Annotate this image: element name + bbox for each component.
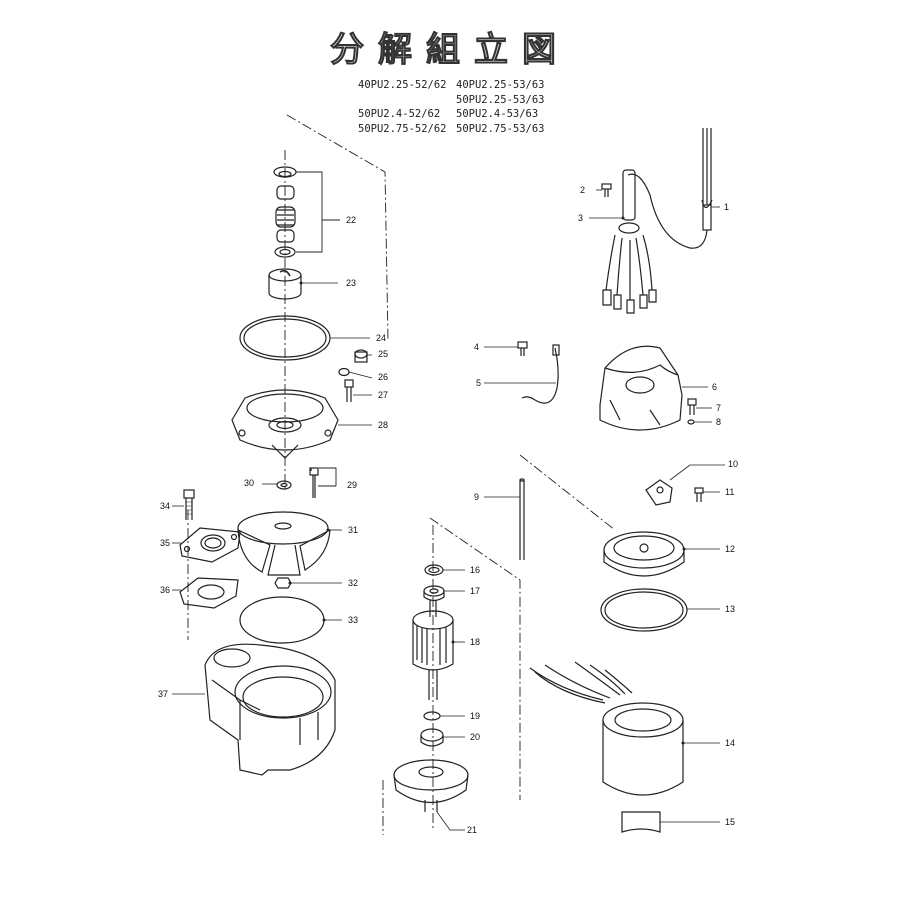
- part-number-callout: 24: [376, 333, 387, 343]
- part-22-seal-set: [273, 166, 297, 258]
- part-6-motor-cover: [599, 345, 683, 431]
- part-number-callout: 6: [712, 382, 718, 392]
- part-number-callout: 34: [160, 501, 171, 511]
- part-8-washer: [687, 419, 695, 425]
- part-17-bearing: [423, 585, 445, 602]
- part-number-callout: 37: [158, 689, 169, 699]
- part-number-callout: 30: [244, 478, 255, 488]
- part-25-plug: [354, 349, 368, 363]
- model-name: 50PU2.25-53/63: [456, 93, 545, 106]
- part-11-screw: [694, 487, 704, 502]
- model-name: 50PU2.75-52/62: [358, 122, 447, 135]
- part-number-callout: 12: [725, 544, 736, 554]
- model-row: 50PU2.75-52/62 50PU2.75-53/63: [358, 122, 545, 137]
- part-number-callout: 22: [346, 215, 357, 225]
- part-3-cable-gland: [602, 169, 657, 314]
- part-16-washer: [424, 564, 444, 576]
- model-name: 50PU2.4-52/62: [358, 108, 441, 120]
- part-number-callout: 10: [728, 459, 739, 469]
- part-9-stud: [519, 478, 525, 560]
- part-18-rotor: [412, 600, 454, 700]
- model-row: 50PU2.4-52/62 50PU2.4-53/63: [358, 107, 545, 122]
- part-number-callout: 7: [716, 403, 722, 413]
- part-number-callout: 8: [716, 417, 722, 427]
- part-number-callout: 28: [378, 420, 389, 430]
- part-26-washer: [338, 367, 350, 377]
- part-number-callout: 16: [470, 565, 481, 575]
- part-number-callout: 36: [160, 585, 171, 595]
- part-27-bolt: [344, 379, 354, 402]
- part-number-callout: 15: [725, 817, 736, 827]
- part-30-washer: [276, 480, 292, 490]
- part-number-callout: 32: [348, 578, 359, 588]
- part-34-bolt: [183, 489, 195, 520]
- part-2-screw: [601, 183, 612, 197]
- part-number-callout: 17: [470, 586, 481, 596]
- part-15-bracket-clip: [621, 811, 661, 833]
- part-28-housing: [231, 389, 339, 459]
- part-7-bolt: [687, 398, 697, 415]
- part-number-callout: 35: [160, 538, 171, 548]
- part-number-callout: 27: [378, 390, 389, 400]
- part-number-callout: 14: [725, 738, 736, 748]
- part-number-callout: 25: [378, 349, 389, 359]
- part-number-callout: 9: [474, 492, 480, 502]
- part-12-bracket: [603, 531, 685, 577]
- part-number-callout: 20: [470, 732, 481, 742]
- part-33-gasket: [239, 596, 325, 644]
- part-1-cable: [627, 128, 713, 249]
- part-number-callout: 1: [724, 202, 730, 212]
- model-name: 40PU2.25-52/62: [358, 79, 447, 91]
- part-32-nut: [274, 577, 292, 589]
- part-number-callout: 4: [474, 342, 480, 352]
- part-31-impeller: [237, 511, 331, 576]
- model-row: 40PU2.25-52/62 40PU2.25-53/63: [358, 78, 545, 93]
- part-23-sleeve: [268, 268, 302, 300]
- part-21-lower-bracket: [393, 759, 469, 812]
- model-row: 50PU2.25-53/63: [358, 93, 545, 108]
- part-number-callout: 31: [348, 525, 359, 535]
- part-36-packing: [179, 577, 239, 609]
- part-number-callout: 3: [578, 213, 584, 223]
- part-number-callout: 11: [725, 487, 735, 497]
- leader-lines: [172, 189, 725, 831]
- part-13-o-ring: [600, 588, 688, 632]
- part-number-callout: 33: [348, 615, 359, 625]
- part-29-bolts: [309, 467, 319, 498]
- part-20-bearing: [420, 728, 444, 747]
- part-number-callout: 5: [476, 378, 482, 388]
- part-35-flange: [179, 527, 241, 563]
- part-37-casing: [204, 643, 336, 776]
- part-number-callout: 18: [470, 637, 481, 647]
- part-number-callout: 2: [580, 185, 586, 195]
- part-number-callout: 19: [470, 711, 481, 721]
- part-10-terminal: [645, 479, 673, 506]
- part-number-callout: 21: [467, 825, 478, 835]
- part-number-callout: 13: [725, 604, 736, 614]
- model-name: 50PU2.4-53/63: [456, 108, 539, 120]
- model-name: 40PU2.25-53/63: [456, 79, 545, 91]
- part-number-callout: 29: [347, 480, 358, 490]
- part-4-screw: [517, 341, 528, 356]
- center-line: [187, 114, 616, 835]
- leader-dots: [288, 216, 686, 745]
- model-list: 40PU2.25-52/62 40PU2.25-53/63 50PU2.25-53…: [358, 78, 545, 136]
- part-number-callout: 23: [346, 278, 357, 288]
- part-19-washer: [423, 711, 441, 721]
- part-number-callout: 26: [378, 372, 389, 382]
- page-title: 分解組立図: [330, 30, 570, 71]
- part-14-stator: [529, 661, 684, 796]
- part-5-float-switch: [521, 344, 560, 404]
- model-name: 50PU2.75-53/63: [456, 122, 545, 135]
